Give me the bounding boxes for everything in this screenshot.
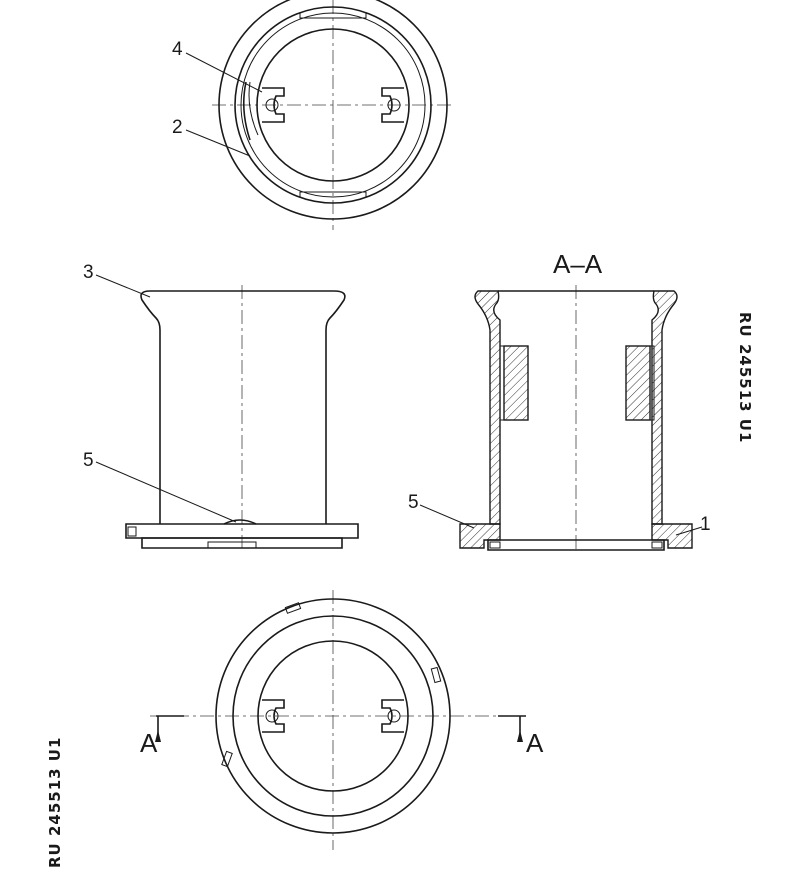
patent-number-left: RU 245513 U1 [46, 737, 64, 868]
latch-window-left [503, 345, 529, 421]
svg-text:A: A [526, 728, 544, 758]
label-part-5-left: 5 [83, 450, 94, 471]
spring-element [242, 81, 251, 141]
section-marker-right: A [498, 715, 544, 758]
section-view: A–A 5 1 [408, 249, 711, 552]
front-view: 3 5 [83, 262, 359, 549]
top-view: 4 2 [172, 0, 455, 230]
section-title: A–A [553, 249, 603, 279]
label-part-3: 3 [83, 262, 94, 283]
label-part-1: 1 [700, 514, 711, 535]
latch-left-bottom [262, 699, 285, 733]
latch-left-top [262, 87, 285, 123]
section-marker-left: A [140, 715, 184, 758]
latch-right-bottom [381, 699, 404, 733]
label-part-2: 2 [172, 117, 183, 138]
label-part-5-right: 5 [408, 492, 419, 513]
latch-window-right [625, 345, 651, 421]
latch-right-top [381, 87, 404, 123]
label-part-4: 4 [172, 39, 183, 60]
bottom-view: A A [140, 590, 544, 850]
svg-text:A: A [140, 728, 158, 758]
patent-number-right: RU 245513 U1 [736, 312, 754, 443]
